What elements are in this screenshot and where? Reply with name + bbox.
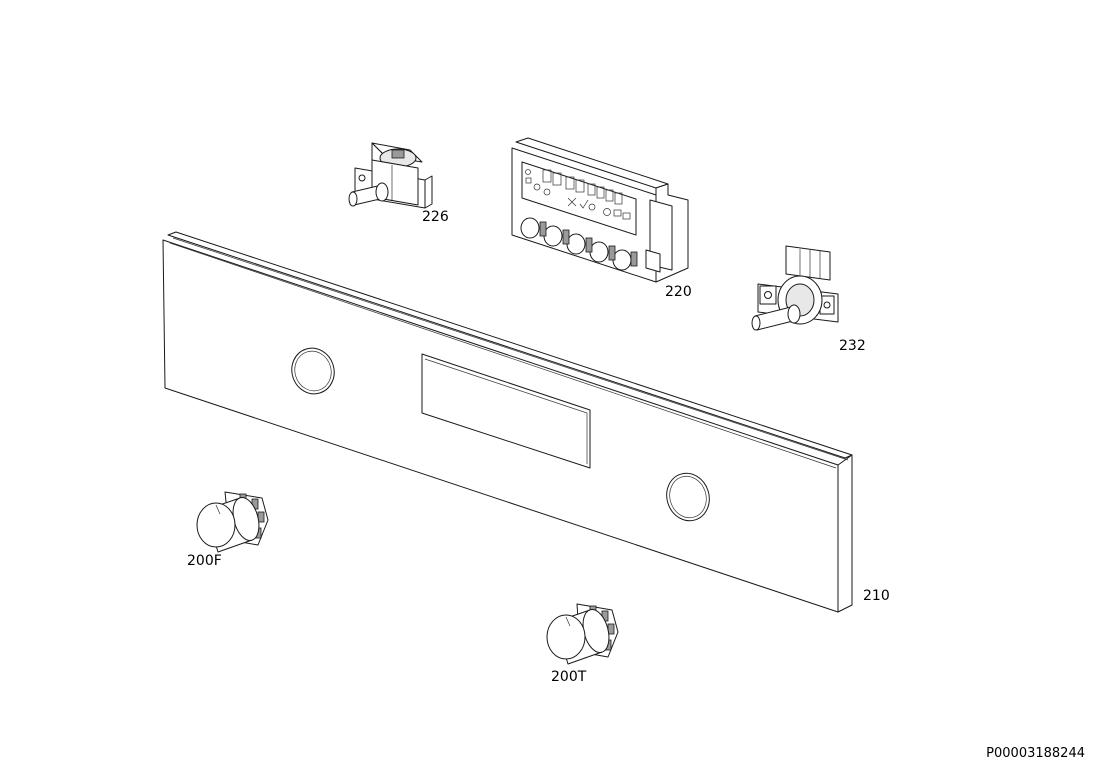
display-window <box>421 353 591 469</box>
label-200F: 200F <box>187 553 222 569</box>
label-210: 210 <box>863 588 890 604</box>
display-module-220 <box>511 137 689 283</box>
document-code: P00003188244 <box>986 746 1085 761</box>
label-232: 232 <box>839 338 866 354</box>
control-panel-210 <box>162 231 853 613</box>
knob-200T <box>546 603 619 665</box>
rotary-switch-232 <box>751 245 839 331</box>
label-220: 220 <box>665 284 692 300</box>
label-226: 226 <box>422 209 449 225</box>
rotary-switch-226 <box>348 142 433 209</box>
label-200T: 200T <box>551 669 587 685</box>
left-knob-hole <box>291 347 335 395</box>
knob-200F <box>196 491 269 553</box>
right-knob-hole <box>666 472 710 522</box>
